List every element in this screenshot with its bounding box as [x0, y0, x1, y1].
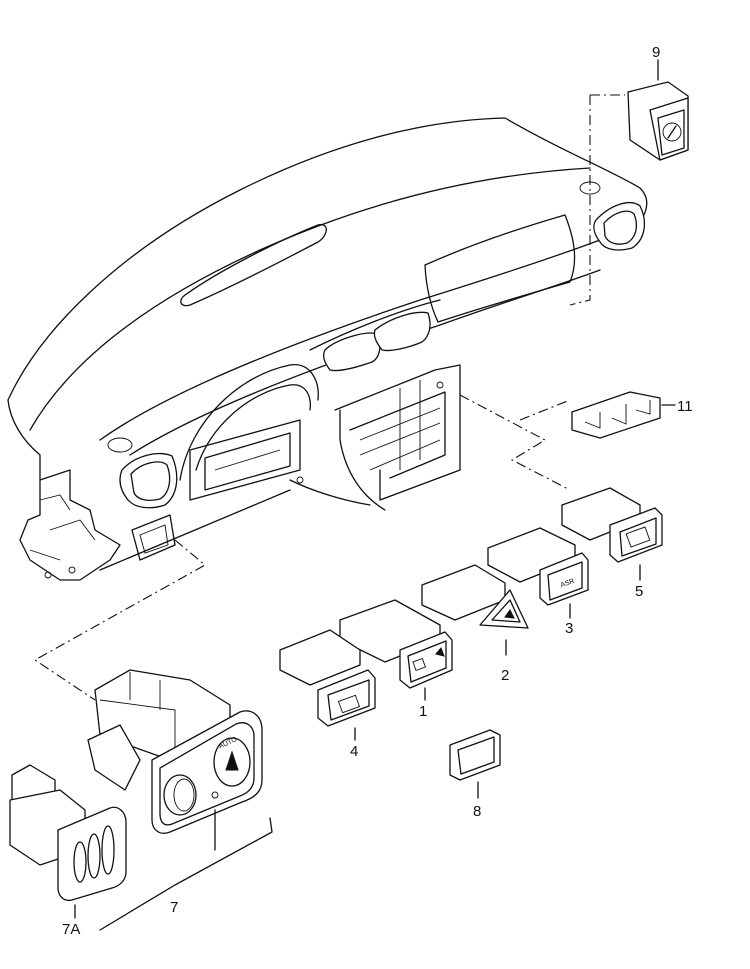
- leader-lines: [33, 94, 625, 701]
- dashboard-illustration: [7, 117, 648, 581]
- part-2-hazard-switch: [421, 564, 529, 656]
- part-4-switch: [279, 629, 376, 741]
- callout-9: 9: [652, 44, 660, 61]
- part-8-switch: [449, 729, 501, 799]
- part-3-asr-switch: ASR: [487, 527, 589, 619]
- part-7a-switch: [9, 764, 127, 919]
- callout-1: 1: [419, 703, 427, 720]
- part-9-switch: [627, 59, 689, 161]
- part-7-light-switch: AUTO: [87, 669, 273, 931]
- part-5-switch: [561, 487, 663, 581]
- callout-3: 3: [565, 620, 573, 637]
- part-1-switch: [339, 599, 453, 701]
- asr-label: ASR: [560, 578, 576, 590]
- callout-4: 4: [350, 743, 358, 760]
- callout-11: 11: [677, 398, 693, 415]
- callout-8: 8: [473, 803, 481, 820]
- callout-numbers: 9 11 5 3 2 1 4 8 7 7A: [62, 44, 693, 938]
- callout-5: 5: [635, 583, 643, 600]
- callout-7: 7: [170, 899, 178, 916]
- part-11-bracket: [571, 391, 676, 439]
- callout-7a: 7A: [62, 921, 80, 938]
- callout-2: 2: [501, 667, 509, 684]
